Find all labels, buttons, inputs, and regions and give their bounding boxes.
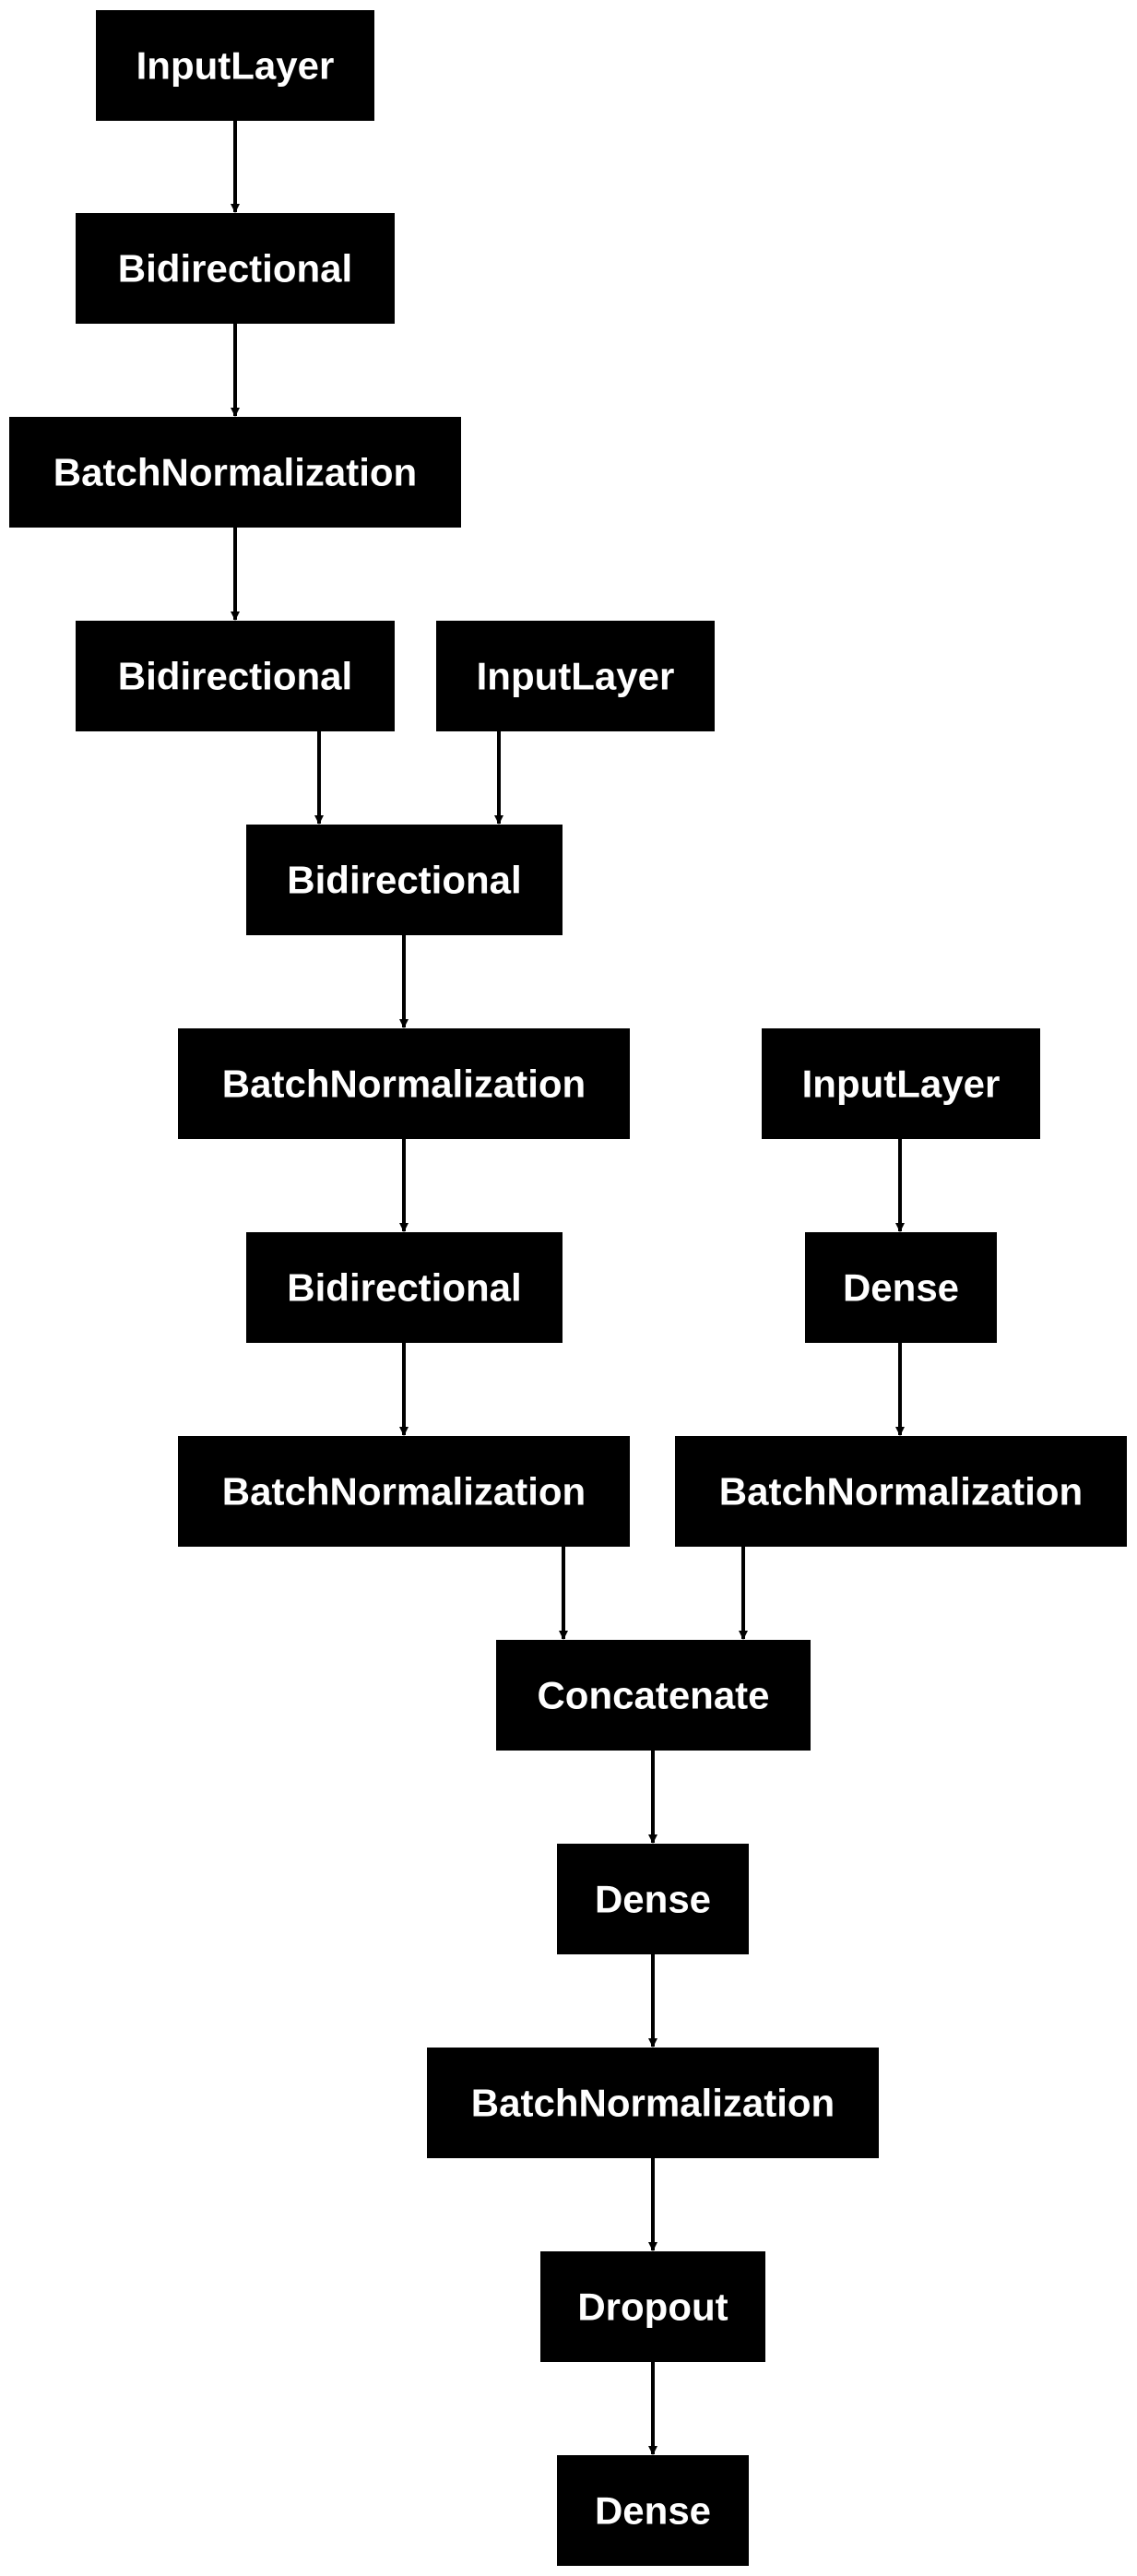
node-box <box>9 417 461 528</box>
node-input-layer: InputLayer <box>436 621 715 731</box>
node-label: InputLayer <box>802 1062 1001 1106</box>
node-box <box>427 2048 879 2158</box>
node-box <box>76 621 395 731</box>
node-label: Dense <box>595 1878 711 1921</box>
node-box <box>540 2251 765 2362</box>
node-box <box>436 621 715 731</box>
node-label: Dense <box>843 1266 959 1310</box>
node-dense: Dense <box>805 1232 997 1343</box>
node-box <box>76 213 395 324</box>
node-batch-normalization: BatchNormalization <box>675 1436 1127 1547</box>
node-dropout: Dropout <box>540 2251 765 2362</box>
node-batch-normalization: BatchNormalization <box>427 2048 879 2158</box>
node-label: InputLayer <box>136 44 335 88</box>
node-bidirectional: Bidirectional <box>246 1232 563 1343</box>
node-bidirectional: Bidirectional <box>76 213 395 324</box>
node-box <box>557 1844 749 1954</box>
node-label: Dense <box>595 2489 711 2533</box>
node-label: Bidirectional <box>287 859 521 902</box>
node-input-layer: InputLayer <box>96 10 374 121</box>
node-bidirectional: Bidirectional <box>76 621 395 731</box>
node-box <box>762 1028 1040 1139</box>
node-box <box>496 1640 811 1751</box>
node-label: InputLayer <box>477 655 675 698</box>
node-batch-normalization: BatchNormalization <box>178 1436 630 1547</box>
node-box <box>178 1436 630 1547</box>
node-concatenate: Concatenate <box>496 1640 811 1751</box>
node-label: BatchNormalization <box>222 1062 586 1106</box>
node-label: BatchNormalization <box>53 451 417 494</box>
node-box <box>96 10 374 121</box>
node-box <box>178 1028 630 1139</box>
node-label: Concatenate <box>537 1674 769 1717</box>
nodes-layer: InputLayerBidirectionalBatchNormalizatio… <box>9 10 1127 2566</box>
node-input-layer: InputLayer <box>762 1028 1040 1139</box>
node-label: Bidirectional <box>118 247 352 291</box>
node-box <box>675 1436 1127 1547</box>
node-label: Bidirectional <box>118 655 352 698</box>
node-label: BatchNormalization <box>222 1470 586 1514</box>
node-box <box>246 1232 563 1343</box>
edges-layer <box>231 121 905 2455</box>
node-batch-normalization: BatchNormalization <box>178 1028 630 1139</box>
node-label: Bidirectional <box>287 1266 521 1310</box>
node-box <box>246 825 563 935</box>
node-batch-normalization: BatchNormalization <box>9 417 461 528</box>
node-dense: Dense <box>557 1844 749 1954</box>
node-label: Dropout <box>577 2285 728 2329</box>
node-dense: Dense <box>557 2455 749 2566</box>
node-box <box>805 1232 997 1343</box>
node-label: BatchNormalization <box>471 2082 835 2125</box>
node-box <box>557 2455 749 2566</box>
node-bidirectional: Bidirectional <box>246 825 563 935</box>
node-label: BatchNormalization <box>719 1470 1083 1514</box>
